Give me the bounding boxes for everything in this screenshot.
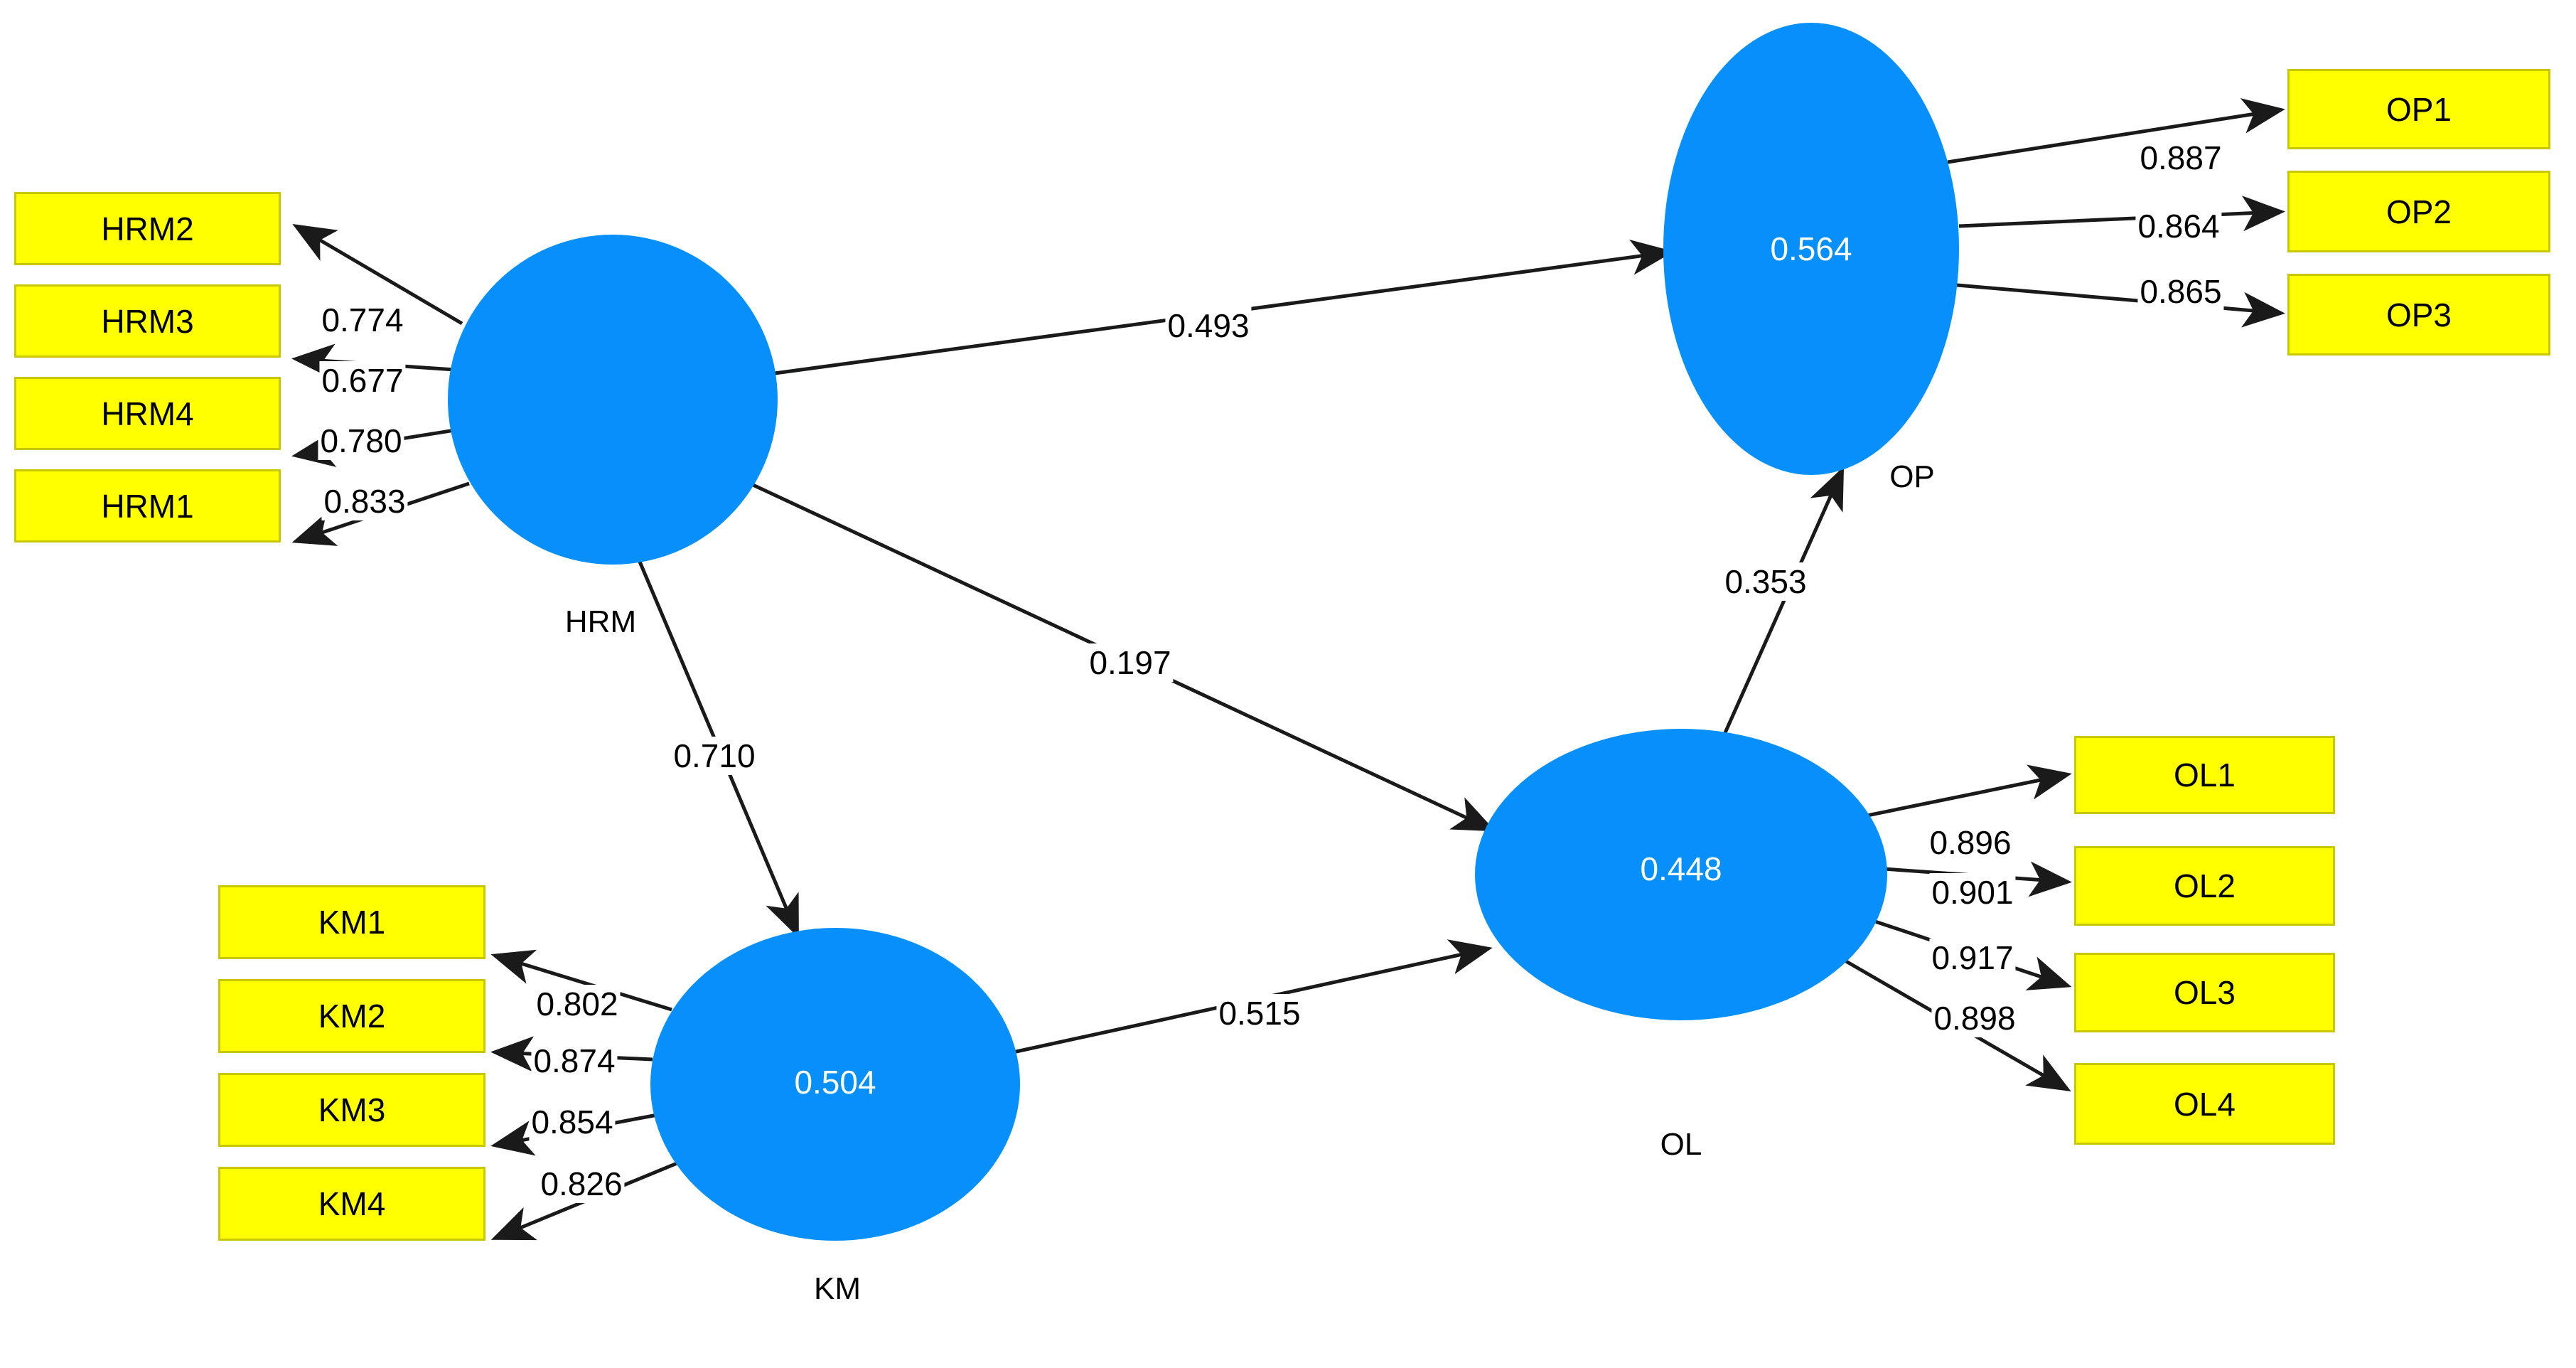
loading-label-hrm4: 0.780 bbox=[318, 422, 404, 460]
r2-value-ol: 0.448 bbox=[1640, 850, 1722, 887]
loading-label-ol1: 0.896 bbox=[1927, 823, 2014, 862]
indicator-box-ol2[interactable]: OL2 bbox=[2074, 846, 2335, 926]
indicator-label: OP2 bbox=[2386, 193, 2452, 230]
loading-label-km1: 0.802 bbox=[534, 985, 621, 1023]
loading-label-ol3: 0.917 bbox=[1929, 939, 2016, 977]
loading-label-hrm3: 0.677 bbox=[319, 361, 406, 400]
indicator-label: OP1 bbox=[2386, 90, 2452, 128]
indicator-box-hrm1[interactable]: HRM1 bbox=[14, 469, 281, 543]
indicator-box-km1[interactable]: KM1 bbox=[218, 885, 485, 959]
loading-label-ol4: 0.898 bbox=[1931, 999, 2018, 1037]
indicator-box-hrm2[interactable]: HRM2 bbox=[14, 192, 281, 265]
path-coefficient-ol-op: 0.353 bbox=[1722, 562, 1809, 601]
loading-label-km2: 0.874 bbox=[531, 1042, 618, 1080]
indicator-box-hrm3[interactable]: HRM3 bbox=[14, 284, 281, 358]
op-measurement-arrows bbox=[1947, 98, 2285, 328]
indicator-box-op2[interactable]: OP2 bbox=[2287, 171, 2550, 252]
path-coefficient-hrm-op: 0.493 bbox=[1165, 306, 1252, 345]
indicator-box-op3[interactable]: OP3 bbox=[2287, 274, 2550, 356]
r2-value-op: 0.564 bbox=[1770, 230, 1852, 267]
indicator-label: OL2 bbox=[2174, 867, 2236, 904]
indicator-label: OL3 bbox=[2174, 974, 2236, 1011]
construct-name-ol: OL bbox=[1660, 1127, 1702, 1162]
path-ol-op bbox=[1722, 466, 1845, 737]
indicator-label: KM2 bbox=[318, 998, 386, 1035]
indicator-label: HRM4 bbox=[101, 395, 194, 432]
indicator-box-km4[interactable]: KM4 bbox=[218, 1167, 485, 1241]
indicator-box-hrm4[interactable]: HRM4 bbox=[14, 377, 281, 450]
indicator-label: OP3 bbox=[2386, 296, 2452, 333]
loading-label-hrm1: 0.833 bbox=[321, 482, 408, 520]
loading-label-op3: 0.865 bbox=[2137, 272, 2224, 311]
indicator-label: KM3 bbox=[318, 1091, 386, 1128]
loading-label-km3: 0.854 bbox=[529, 1103, 616, 1141]
indicator-label: HRM3 bbox=[101, 302, 194, 340]
indicator-box-km2[interactable]: KM2 bbox=[218, 979, 485, 1053]
indicator-box-ol1[interactable]: OL1 bbox=[2074, 736, 2335, 814]
loading-label-op2: 0.864 bbox=[2135, 207, 2222, 245]
indicator-label: KM1 bbox=[318, 904, 386, 941]
indicator-label: KM4 bbox=[318, 1185, 386, 1222]
indicator-label: HRM2 bbox=[101, 210, 194, 247]
construct-name-km: KM bbox=[814, 1271, 861, 1306]
construct-hrm bbox=[448, 235, 778, 565]
indicator-box-op1[interactable]: OP1 bbox=[2287, 69, 2550, 149]
construct-km bbox=[650, 928, 1020, 1241]
indicator-label: HRM1 bbox=[101, 487, 194, 525]
construct-name-hrm: HRM bbox=[564, 604, 637, 639]
construct-op bbox=[1663, 23, 1959, 475]
loading-label-op1: 0.887 bbox=[2137, 139, 2224, 177]
loading-label-km4: 0.826 bbox=[538, 1165, 625, 1203]
loading-label-hrm2: 0.774 bbox=[319, 301, 406, 339]
path-coefficient-hrm-km: 0.710 bbox=[671, 737, 758, 775]
construct-ol bbox=[1475, 729, 1887, 1020]
r2-value-km: 0.504 bbox=[794, 1064, 876, 1101]
construct-name-op: OP bbox=[1889, 459, 1935, 494]
path-coefficient-km-ol: 0.515 bbox=[1216, 994, 1303, 1032]
loading-label-ol2: 0.901 bbox=[1929, 873, 2016, 912]
path-coefficient-hrm-ol: 0.197 bbox=[1087, 643, 1174, 682]
indicator-box-ol3[interactable]: OL3 bbox=[2074, 953, 2335, 1032]
indicator-box-km3[interactable]: KM3 bbox=[218, 1073, 485, 1147]
indicator-label: OL1 bbox=[2174, 757, 2236, 793]
indicator-label: OL4 bbox=[2174, 1085, 2236, 1123]
indicator-box-ol4[interactable]: OL4 bbox=[2074, 1063, 2335, 1145]
